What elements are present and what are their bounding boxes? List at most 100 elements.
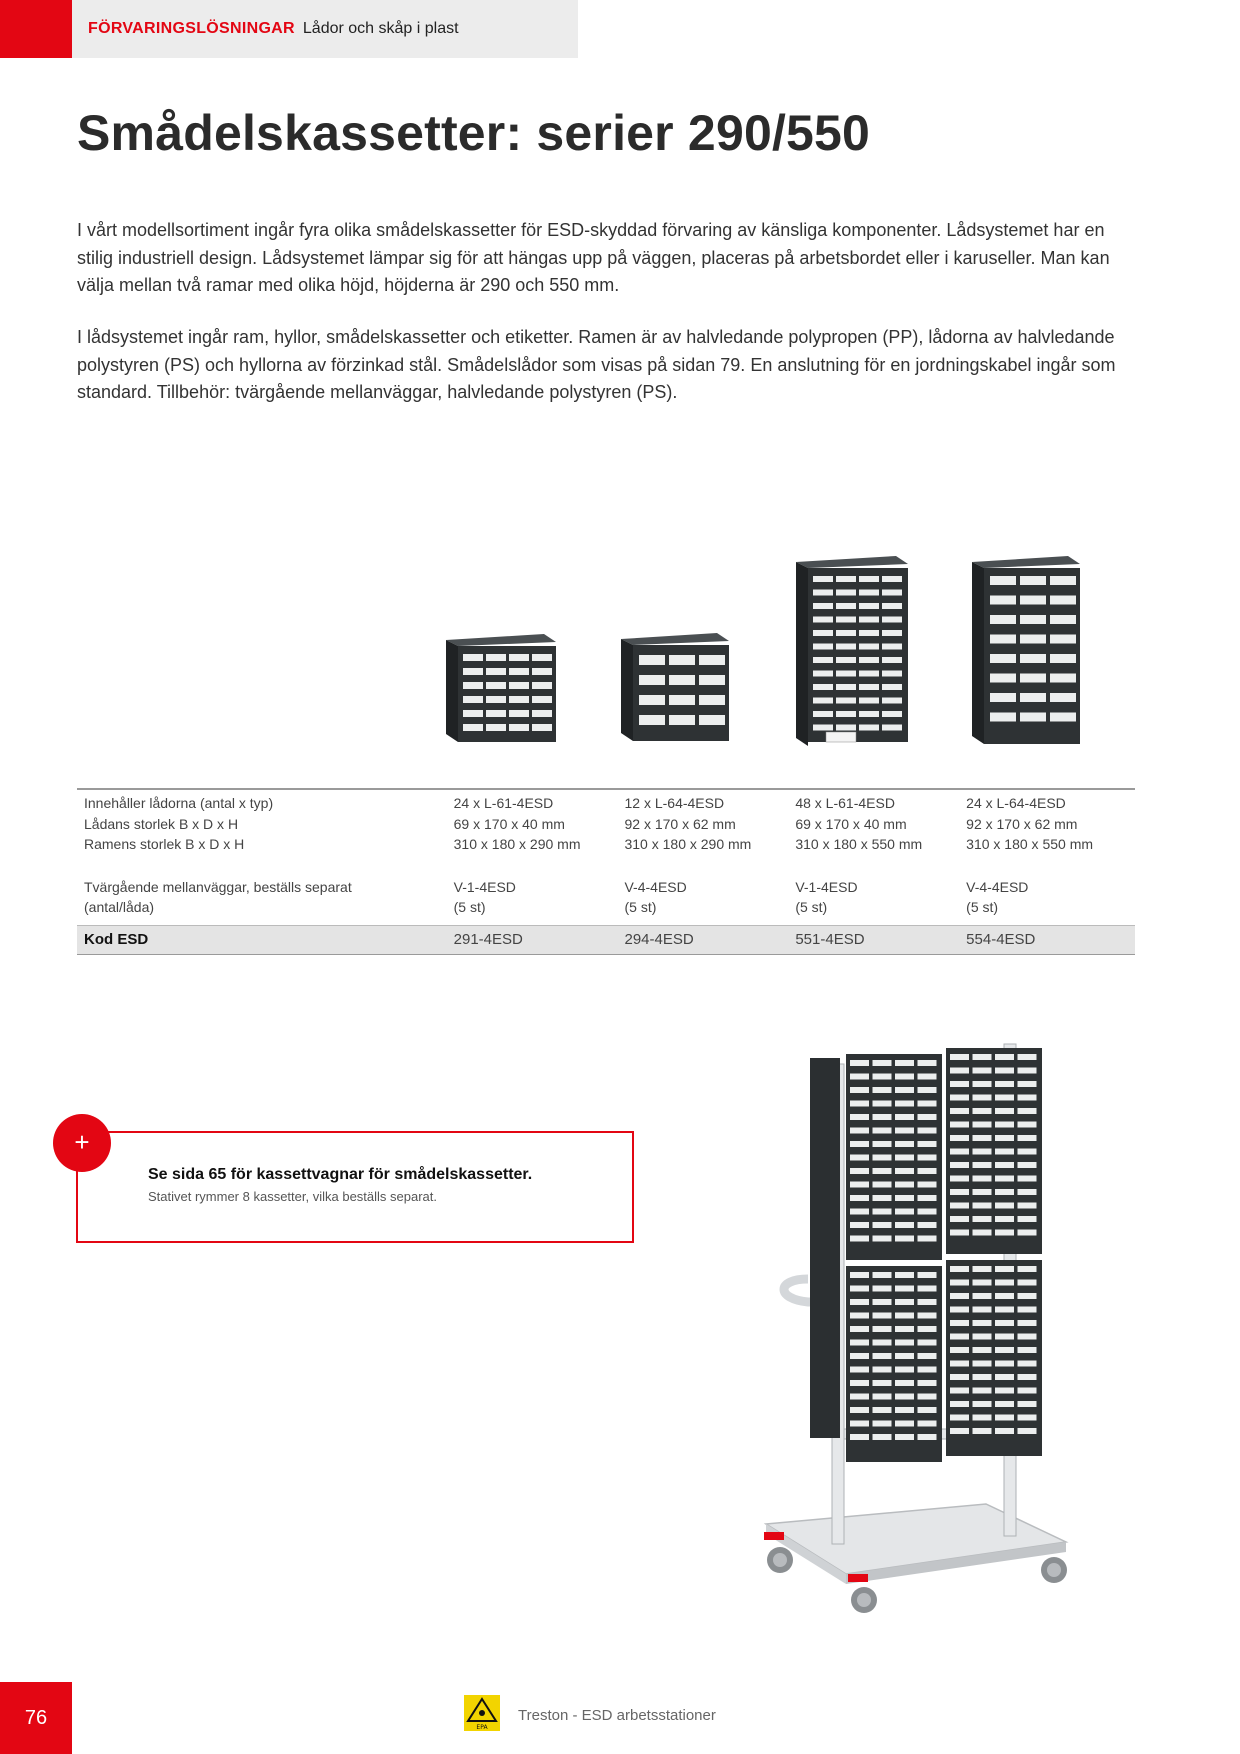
- drawer-front: [699, 655, 725, 665]
- drawer-front: [950, 1067, 969, 1074]
- materials-paragraph: I lådsystemet ingår ram, hyllor, smådels…: [77, 327, 1116, 402]
- drawer-front: [895, 1326, 914, 1332]
- drawer-front: [850, 1339, 869, 1346]
- spec-code-cell: 551-4ESD: [795, 931, 865, 948]
- spec-row-code: Kod ESD 291-4ESD 294-4ESD 551-4ESD 554-4…: [77, 924, 1135, 955]
- drawer-front: [972, 1229, 992, 1236]
- drawer-front: [917, 1353, 937, 1359]
- drawer-front: [850, 1087, 869, 1093]
- drawer-front: [813, 643, 833, 650]
- drawer-front: [850, 1114, 869, 1120]
- drawer-front: [950, 1216, 969, 1222]
- drawer-front: [813, 684, 833, 690]
- drawer-front: [872, 1114, 892, 1120]
- spec-cell: 12 x L-64-4ESD: [624, 795, 725, 812]
- drawer-front: [463, 724, 483, 731]
- drawer-front: [1017, 1162, 1037, 1168]
- drawer-front: [972, 1094, 992, 1101]
- spec-cell: V-1-4ESD: [795, 878, 858, 895]
- drawer-front: [1017, 1360, 1037, 1367]
- drawer-front: [972, 1347, 992, 1353]
- drawer-front: [859, 576, 879, 582]
- drawer-front: [995, 1333, 1014, 1340]
- drawer-front: [995, 1306, 1014, 1313]
- drawer-front: [917, 1366, 937, 1373]
- drawer-front: [850, 1272, 869, 1278]
- drawer-front: [813, 657, 833, 663]
- drawer-front: [895, 1222, 914, 1228]
- spec-label: Innehåller lådorna (antal x typ): [84, 795, 274, 812]
- header-category: FÖRVARINGSLÖSNINGAR: [88, 20, 295, 37]
- drawer-front: [917, 1195, 937, 1201]
- drawer-front: [1020, 595, 1046, 605]
- drawer-front: [872, 1393, 892, 1400]
- drawer-front: [486, 724, 506, 731]
- drawer-front: [1050, 634, 1076, 644]
- drawer-front: [850, 1353, 869, 1359]
- drawer-front: [872, 1087, 892, 1093]
- drawer-front: [1050, 595, 1076, 605]
- drawer-front: [463, 654, 483, 661]
- drawer-front: [895, 1060, 914, 1066]
- drawer-front: [509, 668, 529, 675]
- drawer-front: [836, 603, 856, 609]
- spec-cell: 48 x L-61-4ESD: [795, 795, 895, 812]
- drawer-front: [1017, 1347, 1037, 1353]
- drawer-front: [850, 1100, 869, 1107]
- drawer-front: [1050, 693, 1076, 702]
- drawer-front: [859, 670, 879, 677]
- drawer-front: [1050, 615, 1076, 624]
- drawer-front: [995, 1374, 1014, 1380]
- cassette-trolley-image: [736, 1034, 1086, 1629]
- drawer-front: [1020, 634, 1046, 644]
- drawer-front: [882, 603, 902, 609]
- drawer-front: [872, 1154, 892, 1161]
- drawer-front: [669, 695, 695, 705]
- svg-text:EPA: EPA: [476, 1724, 488, 1731]
- drawer-front: [850, 1434, 869, 1440]
- spec-cell: (5 st): [966, 899, 999, 916]
- drawer-front: [872, 1366, 892, 1373]
- drawer-front: [995, 1175, 1014, 1182]
- drawer-front: [972, 1333, 992, 1340]
- cabinet-294-image: [621, 633, 729, 741]
- drawer-front: [995, 1162, 1014, 1168]
- drawer-front: [1017, 1189, 1037, 1195]
- spec-table: Innehåller lådorna (antal x typ) 24 x L-…: [77, 788, 1135, 955]
- drawer-front: [882, 630, 902, 636]
- drawer-front: [639, 655, 665, 665]
- drawer-front: [917, 1222, 937, 1228]
- drawer-front: [872, 1073, 892, 1080]
- drawer-front: [917, 1312, 937, 1319]
- header-red-block: [0, 0, 72, 58]
- drawer-front: [813, 589, 833, 596]
- drawer-front: [895, 1087, 914, 1093]
- spec-cell: 24 x L-61-4ESD: [453, 795, 554, 812]
- drawer-front: [532, 724, 552, 731]
- drawer-front: [990, 595, 1016, 605]
- drawer-front: [1017, 1279, 1037, 1286]
- drawer-front: [995, 1293, 1014, 1299]
- drawer-front: [1050, 673, 1076, 683]
- drawer-front: [972, 1401, 992, 1407]
- drawer-front: [836, 576, 856, 582]
- spec-row-frame-size: Ramens storlek B x D x H 310 x 180 x 290…: [77, 834, 1135, 855]
- drawer-front: [872, 1299, 892, 1305]
- spec-label: Tvärgående mellanväggar, beställs separa…: [84, 878, 352, 895]
- drawer-front: [1017, 1401, 1037, 1407]
- drawer-front: [950, 1306, 969, 1313]
- drawer-front: [1017, 1387, 1037, 1394]
- drawer-front: [1017, 1266, 1037, 1272]
- drawer-front: [1020, 576, 1046, 585]
- drawer-front: [917, 1393, 937, 1400]
- drawer-front: [532, 682, 552, 689]
- spec-cell: V-4-4ESD: [624, 878, 687, 895]
- drawer-front: [872, 1195, 892, 1201]
- drawer-front: [895, 1235, 914, 1242]
- drawer-front: [872, 1181, 892, 1188]
- drawer-front: [872, 1060, 892, 1066]
- drawer-front: [872, 1353, 892, 1359]
- drawer-front: [995, 1360, 1014, 1367]
- drawer-front: [850, 1154, 869, 1161]
- info-box-subtext: Stativet rymmer 8 kassetter, vilka bestä…: [148, 1189, 437, 1204]
